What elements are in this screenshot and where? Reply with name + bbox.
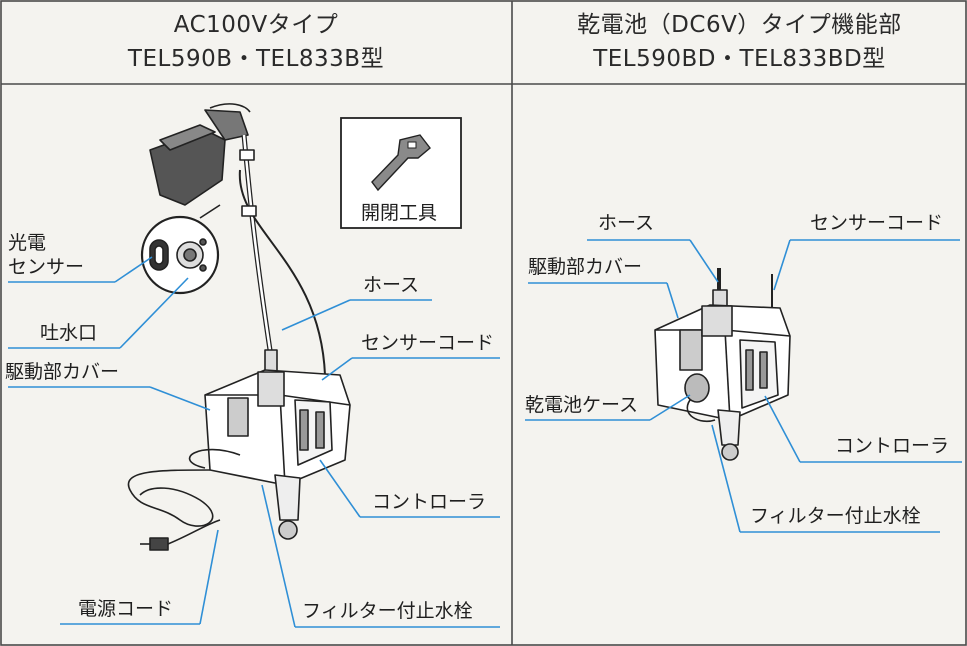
label-photo-sensor-line1: 光電 bbox=[8, 232, 47, 254]
tool-label: 開閉工具 bbox=[361, 202, 438, 224]
left-title-line2: TEL590B・TEL833B型 bbox=[127, 46, 385, 72]
label-sensor-cord-left: センサーコード bbox=[361, 332, 495, 354]
left-header: AC100Vタイプ TEL590B・TEL833B型 bbox=[2, 2, 510, 82]
right-title-line1: 乾電池（DC6V）タイプ機能部 bbox=[577, 12, 902, 38]
leader-lines-left bbox=[8, 256, 500, 628]
label-hose-left: ホース bbox=[363, 274, 420, 296]
label-controller-right: コントローラ bbox=[835, 435, 950, 457]
label-spout: 吐水口 bbox=[40, 322, 98, 344]
label-filter-valve-left: フィルター付止水栓 bbox=[302, 600, 473, 622]
label-drive-cover-right: 駆動部カバー bbox=[528, 256, 643, 278]
label-photo-sensor-line2: センサー bbox=[8, 256, 85, 278]
label-hose-right: ホース bbox=[598, 212, 655, 234]
faucet-head-drawing bbox=[149, 103, 251, 206]
sensor-closeup-drawing bbox=[140, 204, 221, 295]
right-title-line2: TEL590BD・TEL833BD型 bbox=[593, 46, 886, 72]
controller-body-drawing bbox=[204, 369, 351, 486]
label-filter-valve-right: フィルター付止水栓 bbox=[750, 505, 921, 527]
label-battery-case: 乾電池ケース bbox=[525, 394, 639, 416]
label-sensor-cord-right: センサーコード bbox=[810, 212, 944, 234]
label-controller-left: コントローラ bbox=[372, 491, 487, 513]
label-drive-cover-left: 駆動部カバー bbox=[5, 361, 120, 383]
right-header: 乾電池（DC6V）タイプ機能部 TEL590BD・TEL833BD型 bbox=[514, 2, 965, 82]
battery-unit-illustration bbox=[654, 268, 791, 461]
left-title-line1: AC100Vタイプ bbox=[173, 12, 339, 38]
leader-lines-right bbox=[525, 239, 962, 533]
key-tool-icon bbox=[371, 134, 431, 192]
tool-inset bbox=[340, 117, 462, 229]
ac-unit-illustration bbox=[127, 103, 351, 551]
label-power-cord: 電源コード bbox=[78, 598, 174, 620]
